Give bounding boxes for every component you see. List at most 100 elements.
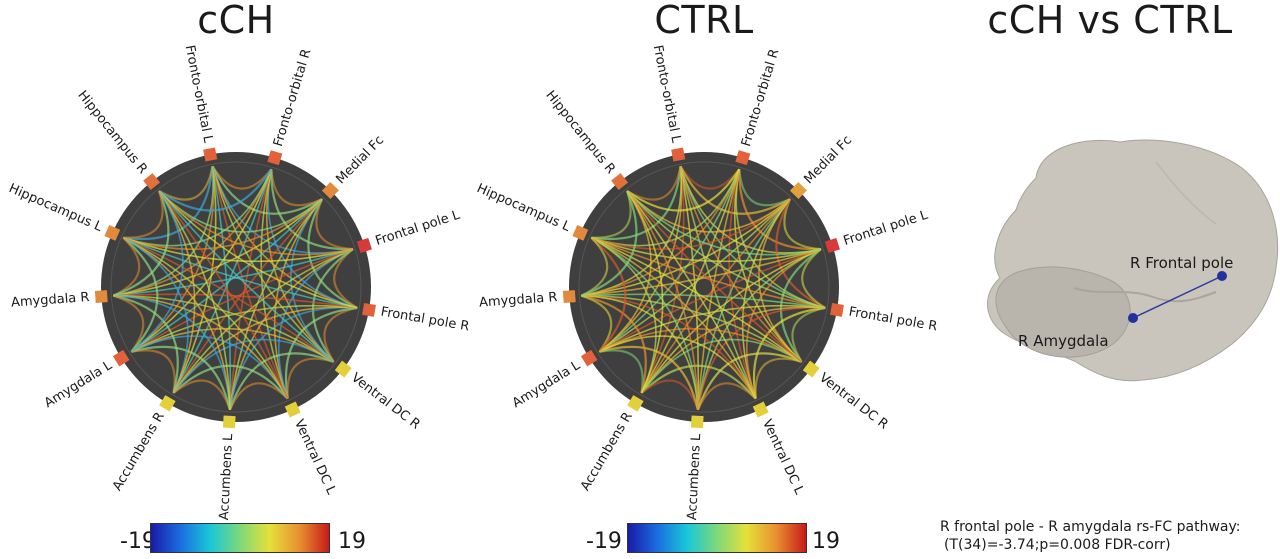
chord-node-marker (94, 290, 108, 304)
chord-edge (123, 236, 354, 263)
chord-edge (580, 190, 638, 297)
colorbar-min-label-cch: -19 (120, 529, 156, 554)
chord-edge (312, 248, 354, 363)
chord-node-label: Amygdala R (479, 290, 558, 311)
chord-edge (626, 190, 826, 309)
chord-edge (696, 352, 803, 411)
chord-node-label: Hippocampus R (542, 88, 618, 177)
chord-node-marker (824, 237, 840, 254)
chord-node-label: Amygdala L (510, 358, 584, 412)
chord-edge (130, 248, 354, 353)
chord-edge (284, 306, 358, 399)
chord-edge (581, 294, 803, 363)
chord-edge (211, 166, 232, 410)
chord-node-marker (159, 395, 176, 412)
brain-sulcus-1 (1073, 287, 1217, 303)
chord-node-marker (752, 401, 769, 418)
chord-edge (598, 248, 822, 353)
chord-edge (752, 306, 826, 399)
temporal-lobe (995, 266, 1131, 358)
chord-diagram-ctrl: Fronto-orbital L Fronto-orbital R Medial F… (474, 44, 938, 521)
chord-edge (158, 190, 289, 399)
colorbar-max-label-ctrl: 19 (812, 529, 840, 554)
chord-edge (130, 198, 323, 353)
chord-edge (590, 236, 757, 399)
chord-inner-ring (110, 161, 362, 413)
chord-edge (158, 190, 335, 363)
node-r-frontal-pole (1217, 271, 1227, 281)
chord-edge (679, 166, 700, 410)
chord-edge (640, 364, 757, 400)
caption-line-1: R frontal pole - R amygdala rs-FC pathwa… (940, 519, 1241, 535)
chord-node-marker (735, 150, 751, 166)
chord-edge (590, 236, 627, 353)
chord-edge (591, 190, 632, 239)
chord-node-marker (611, 173, 629, 191)
chord-edge (158, 190, 354, 256)
connection-edge (1132, 275, 1223, 319)
chord-edge (123, 190, 164, 239)
chord-edge (112, 190, 170, 297)
chord-node-marker (789, 182, 807, 199)
chord-edge (158, 190, 358, 309)
panel-title-ctrl: CTRL (654, 0, 754, 42)
chord-node-marker (203, 147, 218, 162)
chord-edge (158, 168, 273, 212)
chord-node-label: Fronto-orbital R (739, 47, 782, 148)
chord-node-label: Medial Fc (801, 133, 855, 187)
chord-edge (172, 198, 323, 394)
chord-node-marker (580, 349, 598, 367)
chord-node-marker (284, 401, 301, 418)
colorbar-min-label-ctrl: -19 (586, 529, 622, 554)
chord-node-marker (356, 237, 372, 254)
chord-edge (130, 190, 184, 353)
chord-edge (113, 294, 335, 363)
chord-edge (113, 294, 179, 394)
chord-edge (131, 345, 231, 411)
chord-edge (122, 236, 335, 363)
chord-edge (626, 190, 699, 410)
chord-node-marker (802, 360, 820, 378)
chord-node-marker (334, 360, 352, 378)
chord-edge (581, 248, 822, 297)
chord-edge (123, 166, 214, 240)
chord-node-label: Amygdala R (11, 290, 90, 311)
chord-edge (122, 236, 159, 353)
chord-node-label: Fronto-orbital L (650, 44, 684, 145)
chord-edge (211, 165, 323, 215)
chord-edge (113, 248, 354, 297)
brain-rendering: R Frontal pole R Amygdala (987, 139, 1279, 382)
chord-node-marker (362, 302, 376, 317)
chord-edge (307, 198, 358, 309)
chord-node-marker (627, 395, 644, 412)
chord-node-label: Accumbens L (217, 433, 236, 521)
chord-node-marker (143, 173, 161, 191)
label-r-frontal-pole: R Frontal pole (1130, 254, 1233, 272)
chord-edge (270, 169, 354, 251)
chord-edge (122, 236, 289, 399)
chord-edge (599, 345, 699, 411)
chord-node-marker (671, 147, 686, 162)
panel-title-cch: cCH (197, 0, 275, 42)
chord-edge (679, 166, 757, 399)
chord-edge (122, 236, 358, 309)
chord-edge (229, 168, 273, 410)
chord-node-label: Accumbens L (685, 433, 704, 521)
chord-edge (775, 198, 826, 309)
chord-edge (172, 364, 289, 400)
chord-node-label: Ventral DC R (816, 370, 891, 432)
chord-edge (626, 190, 757, 399)
brain-sulcus-3 (1155, 161, 1217, 225)
chord-edge (591, 166, 682, 240)
chord-edge (697, 168, 741, 410)
chord-edge (581, 293, 826, 309)
chord-node-label: Accumbens R (578, 410, 636, 494)
chord-edge (211, 166, 289, 399)
node-r-amygdala (1128, 313, 1138, 323)
chord-node-marker (321, 182, 339, 199)
chord-edge (598, 190, 652, 353)
colorbar-max-label-cch: 19 (338, 529, 366, 554)
chord-node-marker (830, 302, 844, 317)
chord-edge (640, 168, 741, 394)
